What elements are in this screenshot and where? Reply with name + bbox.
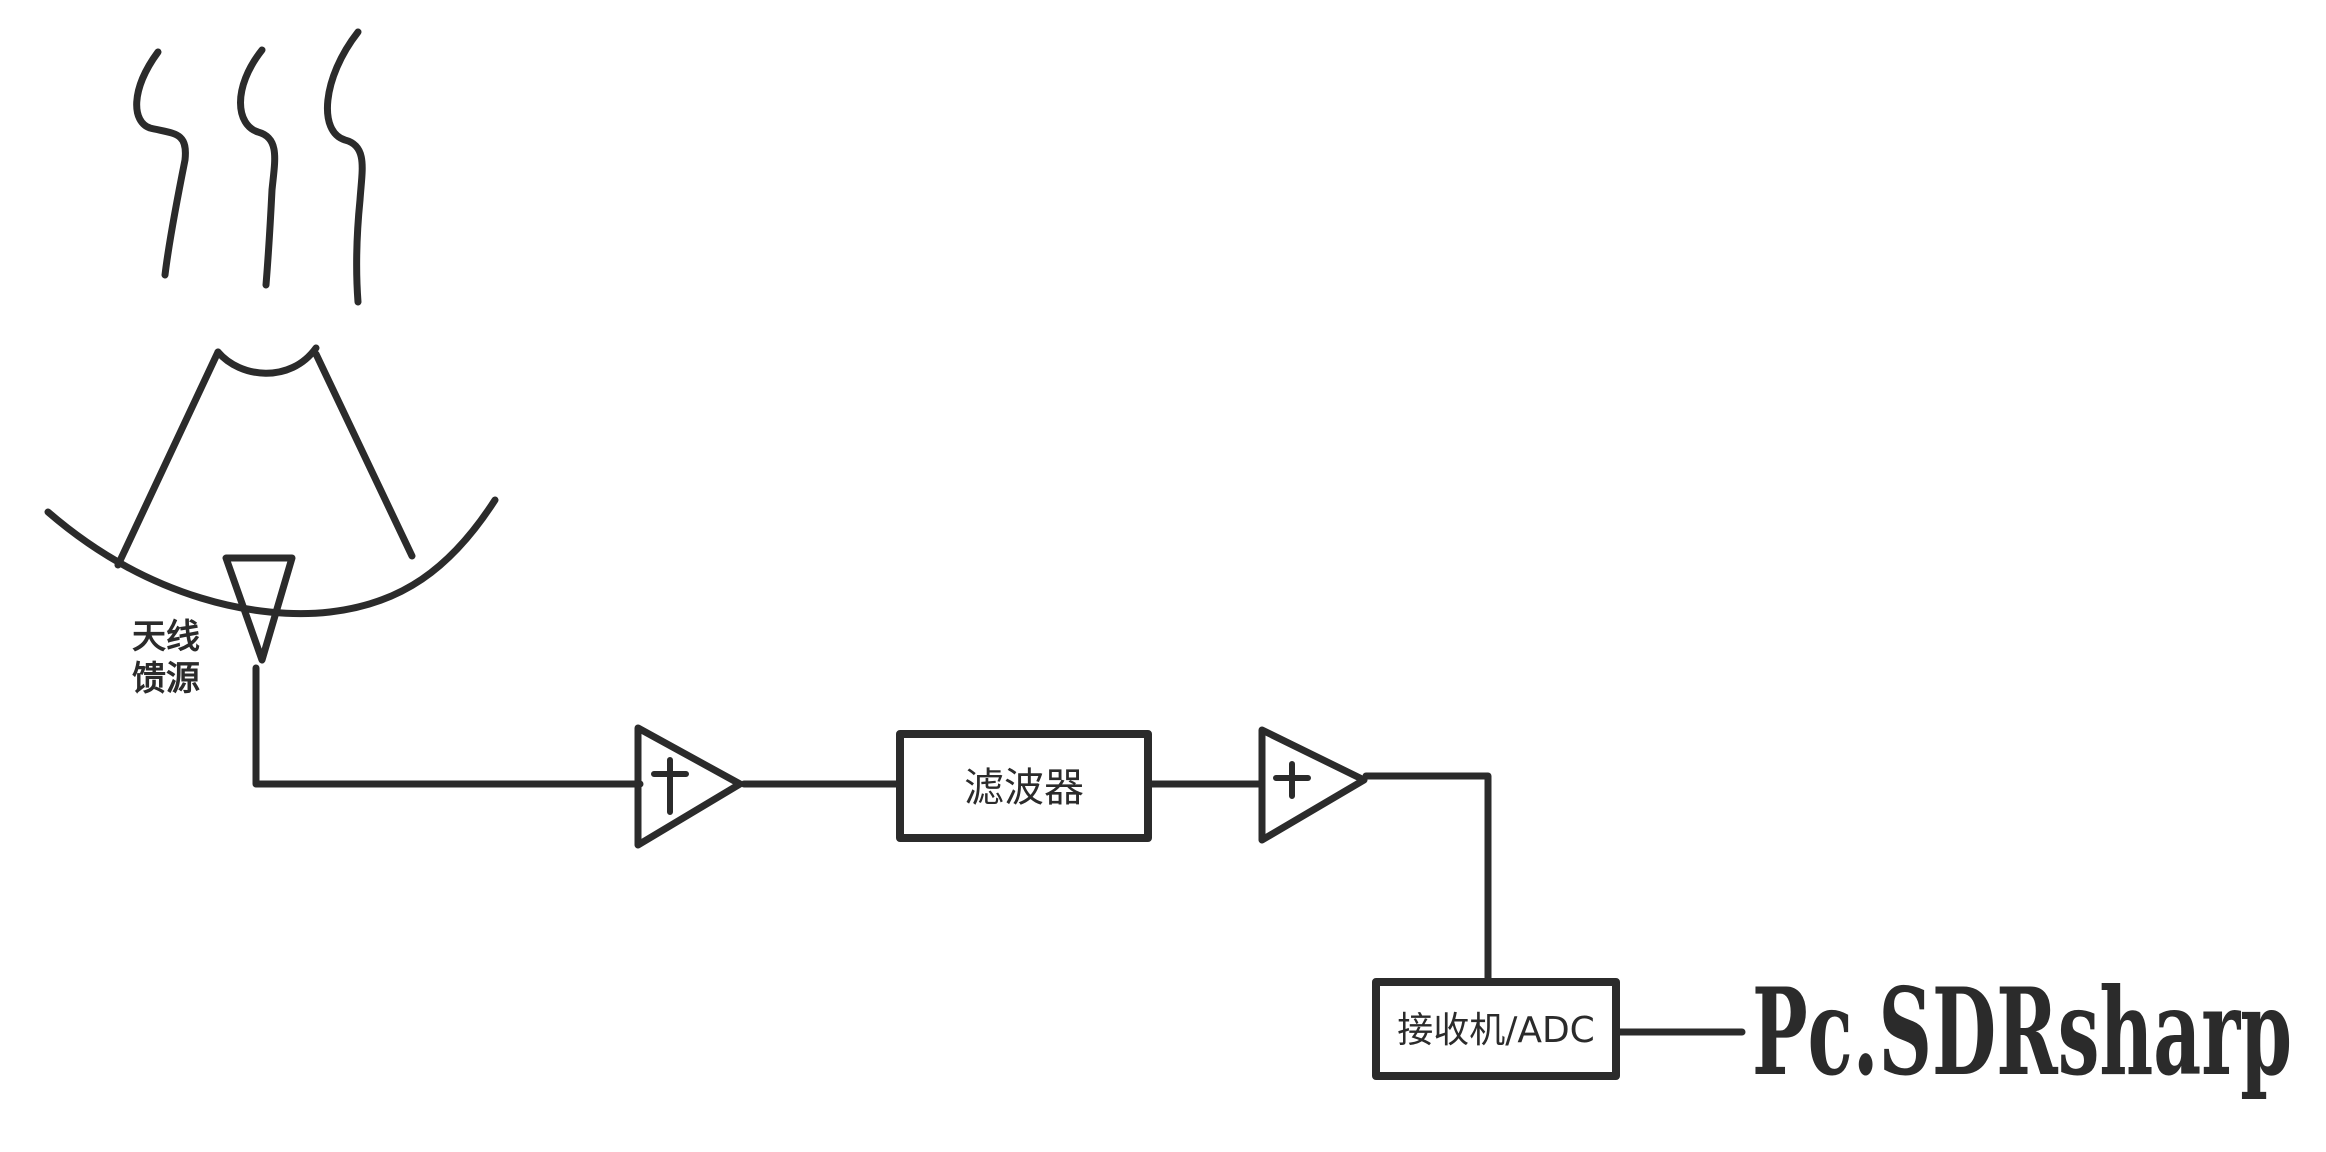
feed-horn-icon [222,554,296,664]
radio-waves-icon [133,28,366,306]
receiver-adc-node: 接收机/ADC [1372,978,1620,1080]
antenna-feed-label-line2: 馈源 [132,659,200,699]
antenna-feed-label-line1: 天线 [132,617,200,657]
pc-sdrsharp-label: Pc.SDRsharp [1752,962,2292,1103]
connector-amp2-to-receiver [1362,772,1492,986]
receiver-adc-label: 接收机/ADC [1397,1010,1595,1051]
amplifier-1-icon [634,724,744,849]
filter-node: 滤波器 [896,730,1152,842]
connector-feed-to-amp1 [252,664,644,788]
dish-antenna-icon [44,344,499,618]
filter-label: 滤波器 [964,765,1084,811]
antenna-feed-label: 天线 馈源 [132,617,200,699]
amplifier-2-icon [1258,726,1368,844]
